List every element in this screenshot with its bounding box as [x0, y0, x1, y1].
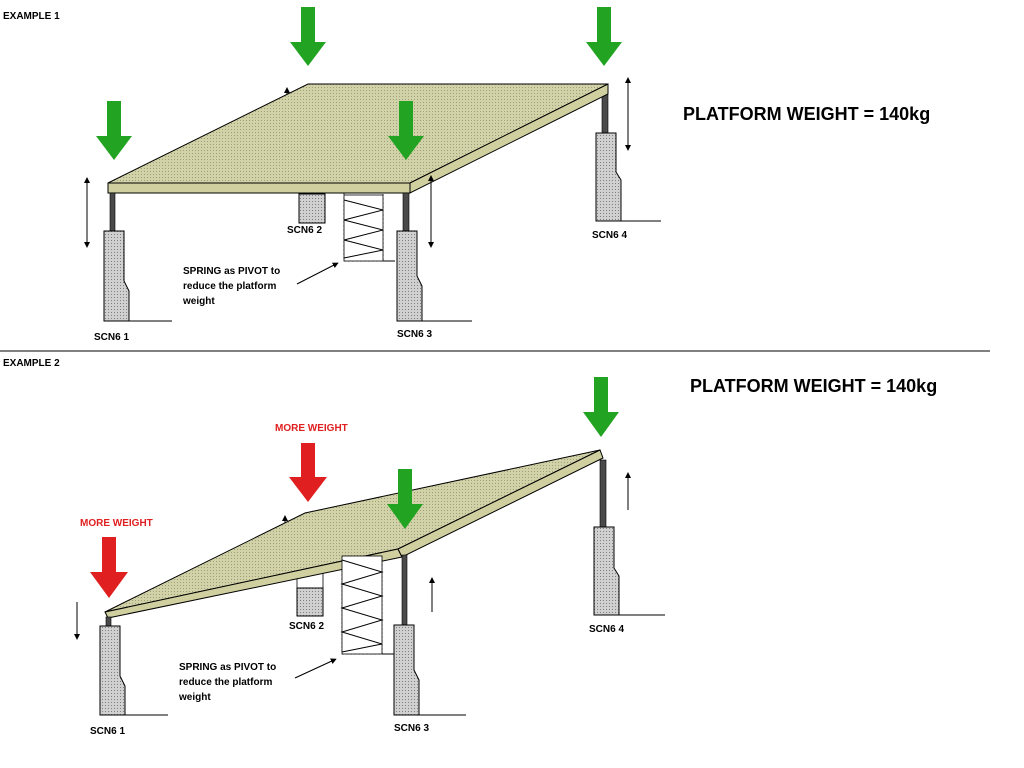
- example-2: EXAMPLE 2 PLATFORM WEIGHT = 140kg: [3, 358, 937, 737]
- platform-1: [107, 83, 609, 194]
- red-load-arrow-scn2: [289, 443, 327, 502]
- green-load-arrow-scn3: [388, 101, 424, 160]
- scn6-2-block: [284, 87, 326, 224]
- spring-note-ex2-line-3: weight: [178, 692, 211, 703]
- scn6-3-block-ex2: [393, 624, 466, 716]
- scn6-4-post: [601, 91, 609, 135]
- scn6-4-label-ex2: SCN6 4: [589, 624, 624, 635]
- spring-note-ex2-line-2: reduce the platform: [179, 677, 272, 688]
- example-1: EXAMPLE 1 PLATFORM WEIGHT = 140kg: [3, 7, 930, 343]
- spring-note-line-2: reduce the platform: [183, 281, 276, 292]
- scn6-1-block-ex2: [99, 625, 168, 716]
- green-load-arrow-scn4: [586, 7, 622, 66]
- scn6-1-block: [103, 230, 172, 322]
- scn6-3-label-ex2: SCN6 3: [394, 723, 429, 734]
- red-load-arrow-scn1: [90, 537, 128, 598]
- example-2-platform-weight: PLATFORM WEIGHT = 140kg: [690, 376, 937, 396]
- scn6-3-post: [402, 192, 410, 232]
- green-load-arrow-scn4-ex2: [583, 377, 619, 437]
- scn6-1-label: SCN6 1: [94, 332, 129, 343]
- example-1-platform-weight: PLATFORM WEIGHT = 140kg: [683, 104, 930, 124]
- scn6-4-post-ex2: [599, 459, 607, 528]
- example-1-title: EXAMPLE 1: [3, 11, 60, 22]
- scn6-4-block-ex2: [593, 526, 665, 616]
- more-weight-label-scn2: MORE WEIGHT: [275, 423, 348, 434]
- scn6-2-label-ex2: SCN6 2: [289, 621, 324, 632]
- green-load-arrow-scn1: [96, 101, 132, 160]
- green-load-arrow-scn2: [290, 7, 326, 66]
- scn6-4-label: SCN6 4: [592, 230, 627, 241]
- green-load-arrow-scn3-ex2: [387, 469, 423, 529]
- more-weight-label-scn1: MORE WEIGHT: [80, 518, 153, 529]
- scn6-3-post-ex2: [401, 554, 408, 626]
- scn6-3-block: [396, 230, 472, 322]
- platform-2: [104, 449, 604, 619]
- spring-note-line-1: SPRING as PIVOT to: [183, 266, 280, 277]
- example-2-title: EXAMPLE 2: [3, 358, 60, 369]
- spring-note-line-3: weight: [182, 296, 215, 307]
- scn6-2-label: SCN6 2: [287, 225, 322, 236]
- spring-coil-ex2: [340, 555, 396, 655]
- scn6-3-label: SCN6 3: [397, 329, 432, 340]
- spring-coil: [343, 194, 395, 262]
- scn6-1-post: [109, 192, 116, 232]
- spring-note-pointer-ex2: [294, 658, 337, 679]
- spring-note-ex2-line-1: SPRING as PIVOT to: [179, 662, 276, 673]
- spring-note-pointer: [296, 262, 339, 285]
- scn6-1-label-ex2: SCN6 1: [90, 726, 125, 737]
- scn6-4-block: [595, 132, 661, 222]
